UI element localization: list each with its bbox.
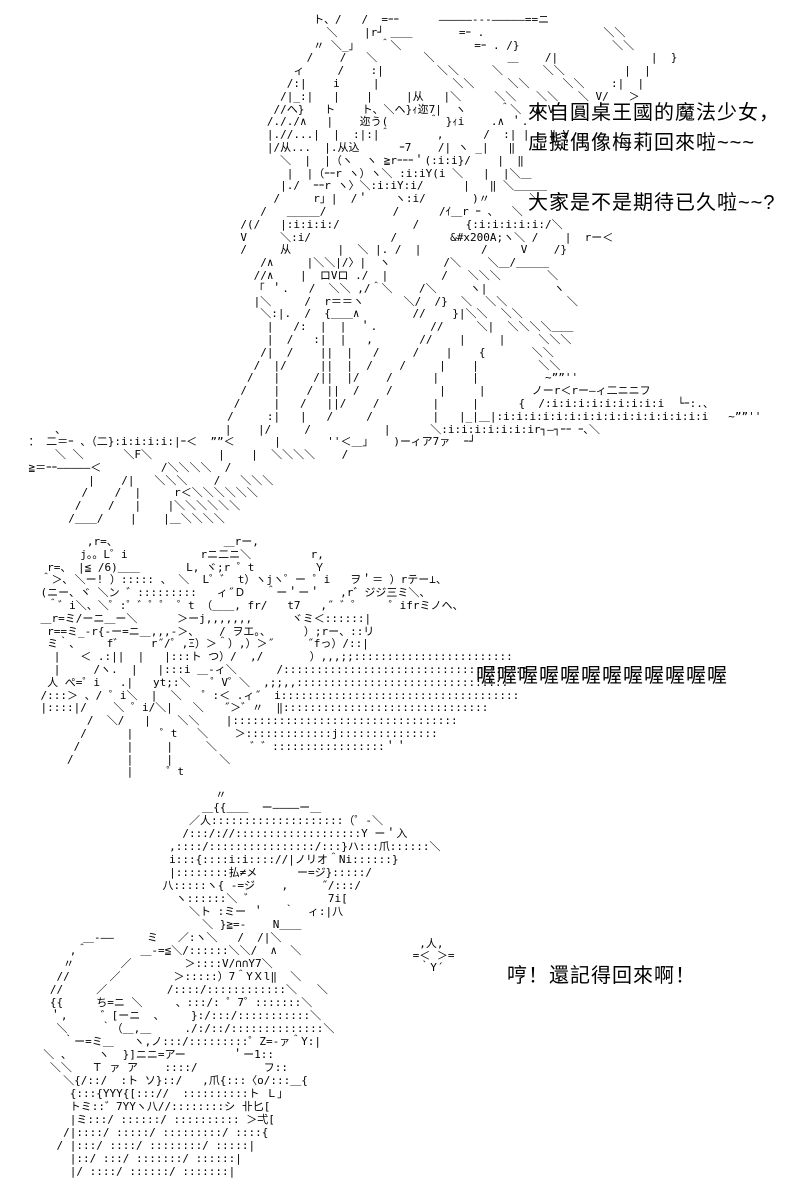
dialogue-intro: 來自圓桌王國的魔法少女， 虛擬偶像梅莉回來啦~~~ — [528, 102, 780, 154]
dialogue-crowd-cheer: 喔喔喔喔喔喔喔喔喔喔喔喔 — [476, 665, 728, 687]
ascii-art-magical-girl: ト、/ / =ｰｰ ―――――---―――――==ニ ＼ |r┘ ＿＿ =ｰ .… — [28, 13, 762, 526]
ascii-art-second-girl: 〃 ＿{{＿＿ ー――――ー＿ ／人::::::::::::::::::::（゜… — [43, 788, 441, 1178]
dialogue-retort: 哼！還記得回來啊！ — [507, 965, 696, 987]
sparkle-icon: ,人, =＜ ＞= ｀Y´ — [412, 937, 455, 974]
dialogue-question: 大家是不是期待已久啦~~? — [528, 192, 776, 214]
ascii-art-crowd: ,r=、 ＿rー, j。。L゜i rニ二ニ＼ r, r=、 |≦ /6)＿＿ L… — [40, 535, 529, 779]
